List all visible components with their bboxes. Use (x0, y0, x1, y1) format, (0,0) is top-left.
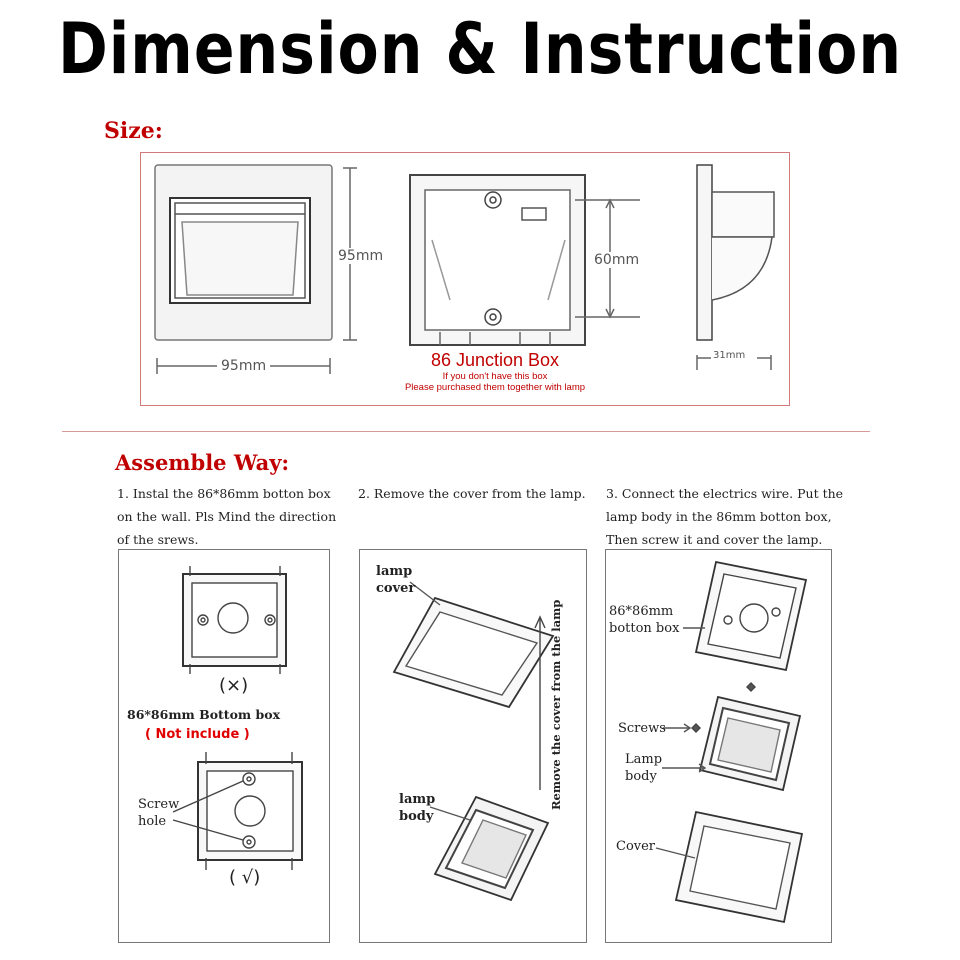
right-mark: ( √) (229, 867, 261, 888)
section-divider (62, 431, 870, 432)
screw-hole-line-1: Screw (138, 797, 180, 812)
not-include-label: ( Not include ) (145, 727, 250, 742)
step-1-line-1: 1. Instal the 86*86mm botton box (117, 486, 331, 501)
lamp-cover-line-2: cover (376, 581, 416, 596)
assemble-heading: Assemble Way: (115, 450, 290, 475)
step-2-text: 2. Remove the cover from the lamp. (358, 486, 586, 501)
bottom-box-label: 86*86mm Bottom box (127, 707, 281, 722)
step-1-line-3: of the srews. (117, 532, 199, 547)
botton-box-line-2: botton box (609, 621, 680, 636)
step-3-line-2: lamp body in the 86mm botton box, (606, 509, 832, 524)
lamp-body-line-1: lamp (399, 792, 436, 807)
step-2-panel (359, 549, 587, 943)
cover-label: Cover (616, 839, 656, 854)
junction-note-2: Please purchased them together with lamp (404, 382, 586, 393)
wrong-mark: (×) (219, 675, 249, 696)
screw-hole-line-2: hole (138, 814, 167, 829)
step-3-panel (605, 549, 832, 943)
lamp-body-label: lamp body (399, 791, 435, 825)
dim-box-60mm: 60mm (592, 252, 642, 268)
lamp-body-3-label: Lamp body (625, 751, 662, 785)
step-3-text: 3. Connect the electrics wire. Put the l… (606, 482, 843, 551)
page-title: Dimension & Instruction (57, 8, 903, 91)
screws-label: Screws (618, 721, 666, 736)
step-1-panel (118, 549, 330, 943)
dim-depth-31mm: 31mm (713, 350, 746, 361)
lamp-cover-line-1: lamp (376, 564, 413, 579)
dim-height-95mm: 95mm (336, 248, 386, 264)
botton-box-line-1: 86*86mm (609, 604, 674, 619)
lamp-body-line-2: body (399, 809, 434, 824)
step-1-text: 1. Instal the 86*86mm botton box on the … (117, 482, 336, 551)
junction-box-caption: 86 Junction Box If you don't have this b… (400, 350, 590, 393)
step-3-line-1: 3. Connect the electrics wire. Put the (606, 486, 844, 501)
lamp-cover-label: lamp cover (376, 563, 415, 597)
lamp-body-3-line-2: body (625, 769, 657, 784)
dim-width-95mm: 95mm (217, 358, 271, 374)
junction-box-title: 86 Junction Box (430, 350, 560, 370)
junction-note-1: If you don't have this box (442, 371, 548, 382)
screw-hole-label: Screw hole (138, 796, 179, 830)
size-heading: Size: (104, 118, 163, 144)
step-3-line-3: Then screw it and cover the lamp. (606, 532, 823, 547)
step-1-line-2: on the wall. Pls Mind the direction (117, 509, 337, 524)
remove-cover-vertical-label: Remove the cover from the lamp (549, 599, 563, 810)
size-frame (140, 152, 790, 406)
lamp-body-3-line-1: Lamp (625, 752, 663, 767)
botton-box-label: 86*86mm botton box (609, 603, 679, 637)
